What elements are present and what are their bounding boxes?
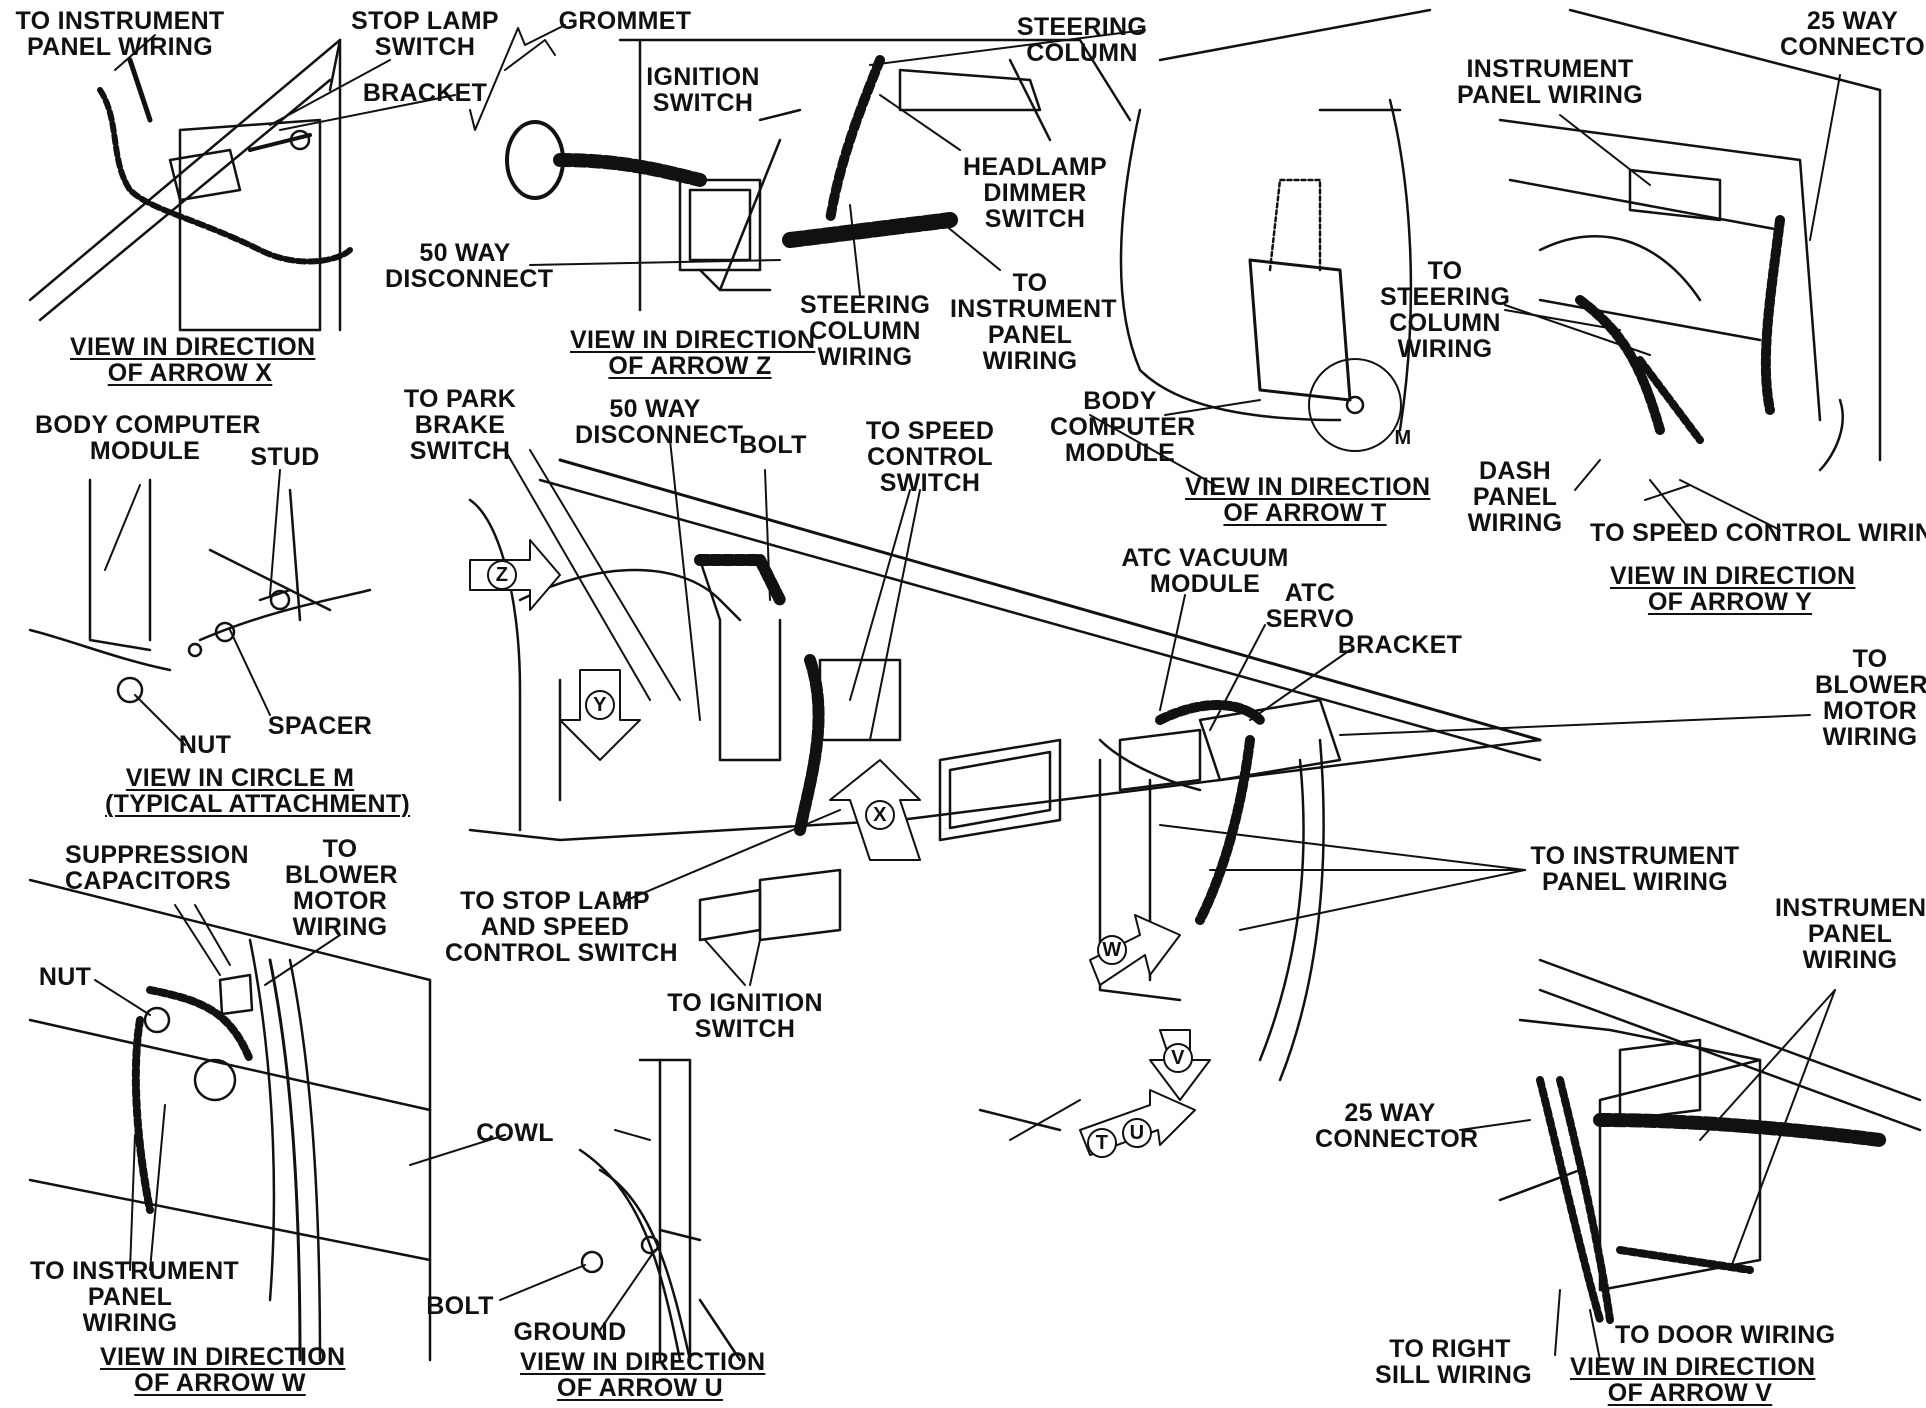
view-w-illustration (28, 878, 432, 1362)
label-bolt-main: BOLT (739, 431, 807, 459)
label-spacer: SPACER (267, 712, 373, 740)
view-x-illustration (28, 38, 353, 332)
title-view-circle-m: VIEW IN CIRCLE M(TYPICAL ATTACHMENT) (105, 764, 411, 818)
leader-lines (94, 24, 1841, 1361)
label-bracket-x: BRACKET (362, 79, 488, 107)
view-v-illustration (1498, 958, 1922, 1324)
label-nut-w: NUT (38, 963, 92, 991)
view-t-illustration (1119, 8, 1432, 452)
view-z-illustration (504, 38, 1132, 312)
view-m-illustration (28, 478, 372, 704)
label-bolt-u: BOLT (426, 1292, 494, 1320)
label-stud: STUD (250, 443, 320, 471)
main-dash-illustration (468, 458, 1542, 1132)
label-cowl: COWL (476, 1119, 554, 1147)
label-bracket-main: BRACKET (1337, 631, 1463, 659)
arrow-marker-v: V (1171, 1047, 1185, 1069)
arrow-marker-t: T (1095, 1132, 1109, 1154)
label-ground: GROUND (513, 1318, 627, 1346)
circle-m-marker: M (1394, 427, 1412, 449)
arrow-marker-z: Z (495, 564, 509, 586)
arrow-marker-u: U (1129, 1122, 1145, 1144)
view-y-illustration (1498, 8, 1882, 472)
label-to-speed-control-wiring: TO SPEED CONTROL WIRING (1590, 519, 1926, 547)
label-grommet: GROMMET (558, 7, 692, 35)
view-u-illustration (578, 1058, 742, 1362)
arrow-marker-w: W (1102, 939, 1122, 961)
arrow-marker-x: X (873, 804, 887, 826)
direction-arrows (469, 539, 1211, 1158)
label-to-door-wiring: TO DOOR WIRING (1615, 1321, 1836, 1349)
label-nut-m: NUT (178, 731, 232, 759)
arrow-marker-y: Y (593, 694, 607, 716)
